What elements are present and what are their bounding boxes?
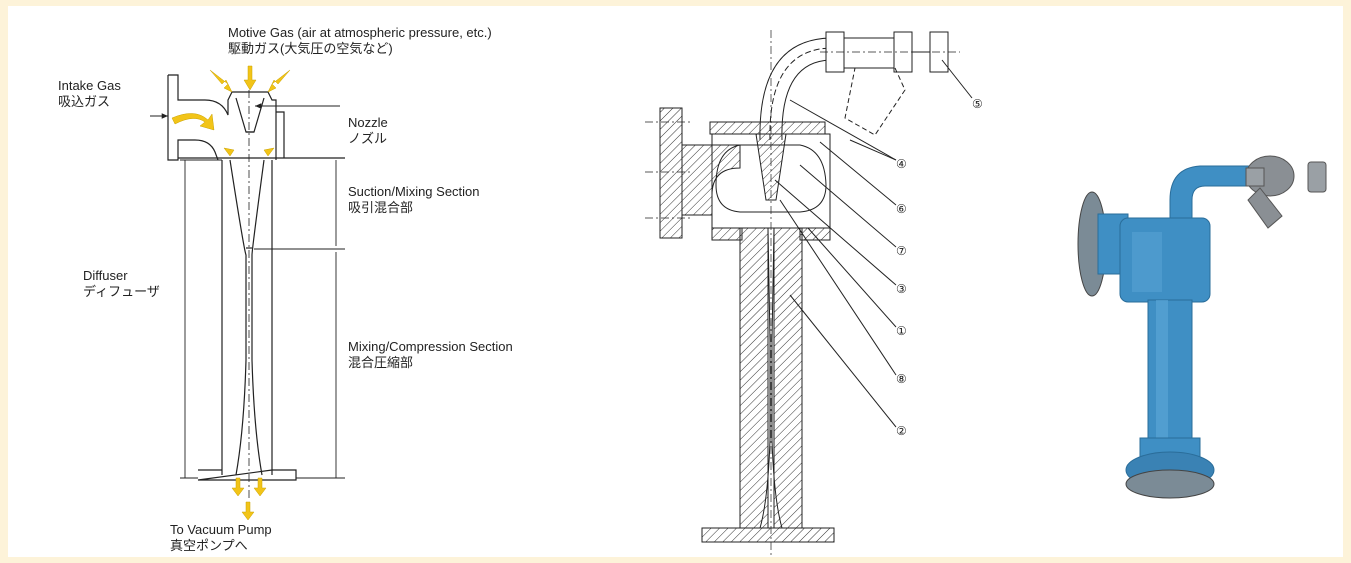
callout-6: ⑥	[896, 202, 907, 216]
callout-2: ②	[896, 424, 907, 438]
vacuum-pump-label-jp: 真空ポンプへ	[170, 538, 248, 553]
intake-gas-label-jp: 吸込ガス	[58, 94, 111, 109]
callout-4: ④	[896, 157, 907, 171]
intake-gas-label: Intake Gas	[58, 78, 121, 93]
callout-3: ③	[896, 282, 907, 296]
callout-1: ①	[896, 324, 907, 338]
callout-8: ⑧	[896, 372, 907, 386]
callout-5: ⑤	[972, 97, 983, 111]
schematic-body	[167, 74, 345, 500]
callout-7: ⑦	[896, 244, 907, 258]
motive-gas-label-jp: 駆動ガス(大気圧の空気など)	[228, 41, 393, 56]
diffuser-label: Diffuser	[83, 268, 128, 283]
vacuum-pump-label: To Vacuum Pump	[170, 522, 272, 537]
diffuser-label-jp: ディフューザ	[83, 284, 160, 299]
ejector-product-image	[1077, 155, 1327, 499]
nozzle-label-jp: ノズル	[348, 131, 388, 146]
mixing-section-label-jp: 混合圧縮部	[348, 355, 414, 370]
motive-gas-label: Motive Gas (air at atmospheric pressure,…	[228, 25, 492, 40]
suction-section-label-jp: 吸引混合部	[348, 200, 414, 215]
suction-section-label: Suction/Mixing Section	[348, 184, 480, 199]
dimension-lines	[150, 103, 345, 479]
nozzle-label: Nozzle	[348, 115, 388, 130]
mixing-section-label: Mixing/Compression Section	[348, 339, 513, 354]
flow-arrows	[171, 65, 291, 521]
part-number-callouts: ⑤ ④ ⑥ ⑦ ③ ① ⑧ ②	[896, 97, 983, 438]
